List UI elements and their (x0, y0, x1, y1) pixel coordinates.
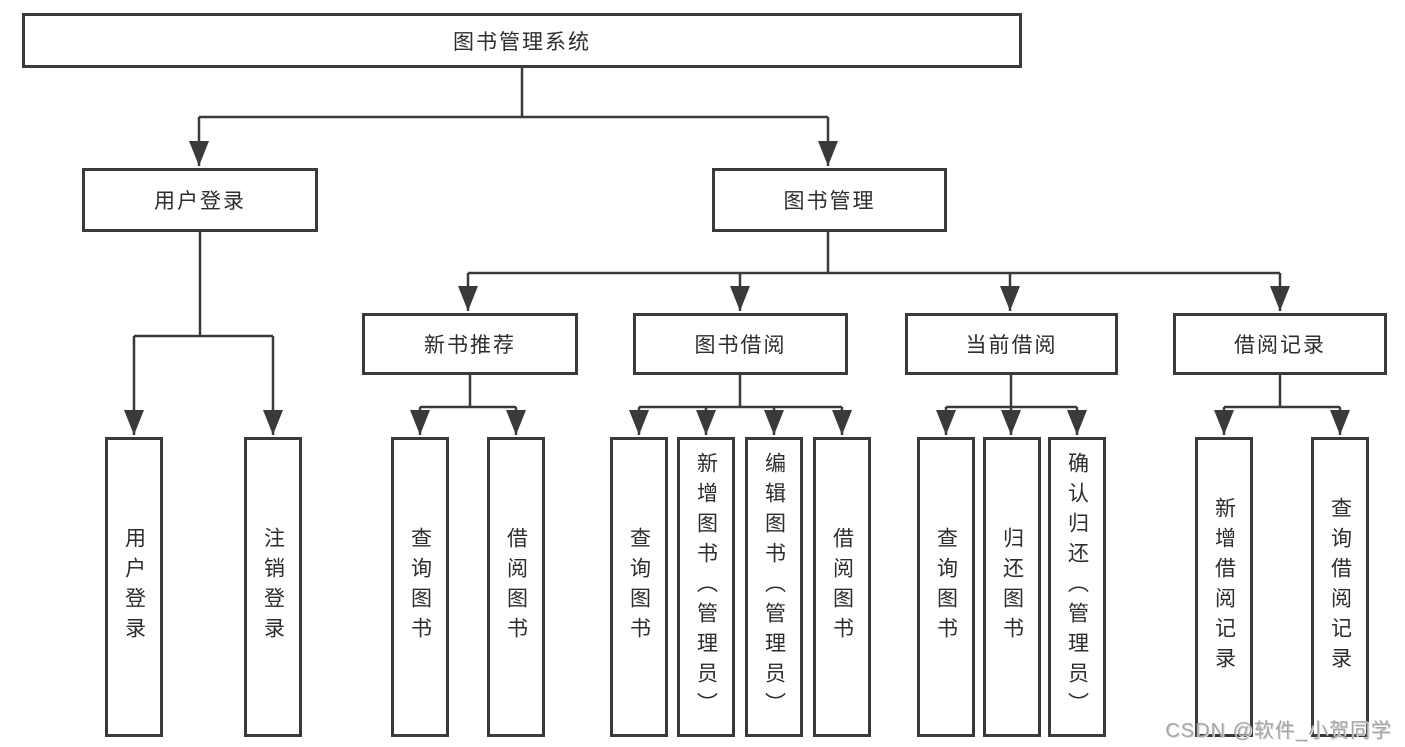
node-current-borrowing: 当前借阅 (905, 313, 1118, 375)
leaf-query-books-borrowing: 查询图书 (610, 437, 668, 737)
node-label: 当前借阅 (965, 334, 1058, 357)
leaf-user-login: 用户登录 (105, 437, 163, 737)
leaf-add-books-admin: 新增图书（管理员） (677, 437, 735, 737)
leaf-label: 查询图书 (934, 527, 958, 647)
node-book-management-branch: 图书管理 (712, 168, 947, 232)
node-label: 新书推荐 (424, 334, 516, 357)
leaf-edit-books-admin: 编辑图书（管理员） (745, 437, 803, 737)
node-label: 图书借阅 (694, 334, 787, 357)
node-label: 用户登录 (154, 190, 246, 213)
leaf-label: 新增借阅记录 (1212, 497, 1236, 677)
leaf-label: 查询图书 (627, 527, 651, 647)
node-root-system: 图书管理系统 (22, 13, 1022, 68)
node-label: 图书管理 (783, 190, 876, 213)
leaf-query-books-recommend: 查询图书 (391, 437, 449, 737)
leaf-borrow-books-recommend: 借阅图书 (487, 437, 545, 737)
node-label: 借阅记录 (1234, 334, 1326, 357)
leaf-label: 借阅图书 (830, 527, 854, 647)
leaf-logout: 注销登录 (244, 437, 302, 737)
leaf-label: 用户登录 (122, 527, 146, 647)
leaf-query-books-current: 查询图书 (917, 437, 975, 737)
leaf-add-borrow-record: 新增借阅记录 (1195, 437, 1253, 737)
leaf-borrow-books-borrowing: 借阅图书 (813, 437, 871, 737)
node-book-borrowing: 图书借阅 (633, 313, 848, 375)
node-root-label: 图书管理系统 (453, 30, 591, 54)
leaf-query-borrow-record: 查询借阅记录 (1311, 437, 1369, 737)
leaf-confirm-return-admin: 确认归还（管理员） (1048, 437, 1106, 737)
leaf-label: 归还图书 (1000, 527, 1024, 647)
leaf-return-books: 归还图书 (983, 437, 1041, 737)
csdn-watermark: CSDN @软件_小贺同学 (1165, 720, 1392, 742)
leaf-label: 查询图书 (408, 527, 432, 647)
leaf-label: 注销登录 (261, 527, 285, 647)
leaf-label: 编辑图书（管理员） (762, 452, 786, 722)
node-user-login-branch: 用户登录 (82, 168, 318, 232)
leaf-label: 新增图书（管理员） (694, 452, 718, 722)
leaf-label: 借阅图书 (504, 527, 528, 647)
leaf-label: 查询借阅记录 (1328, 497, 1352, 677)
node-new-book-recommend: 新书推荐 (362, 313, 578, 375)
leaf-label: 确认归还（管理员） (1065, 452, 1089, 722)
node-borrow-records: 借阅记录 (1173, 313, 1387, 375)
